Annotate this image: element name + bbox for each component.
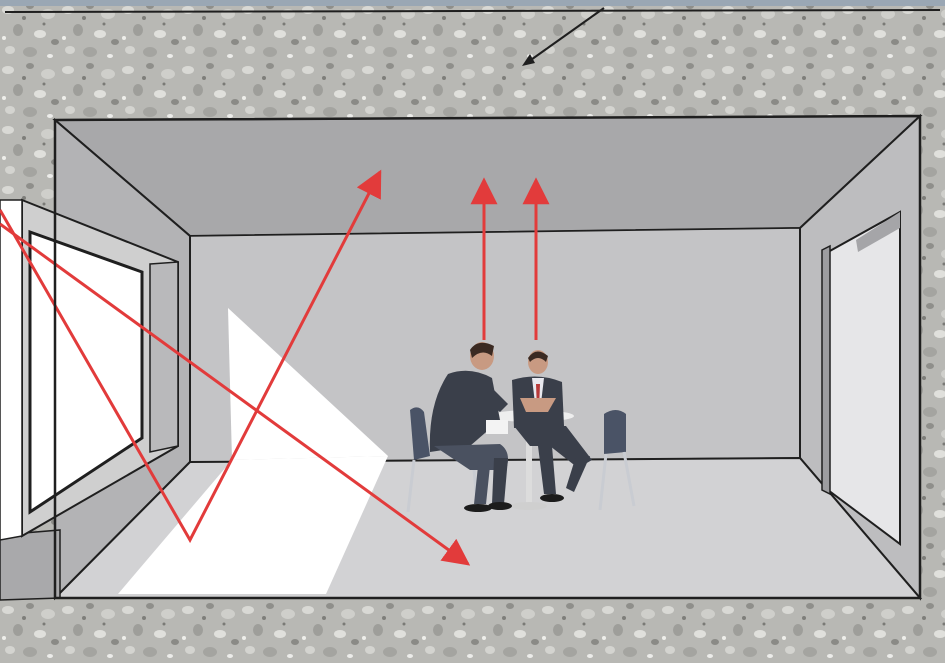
ceiling — [55, 116, 920, 236]
window-sill — [0, 530, 60, 600]
window-reveal — [150, 262, 178, 452]
window-outer-glass — [0, 200, 22, 540]
doorway — [822, 212, 900, 544]
